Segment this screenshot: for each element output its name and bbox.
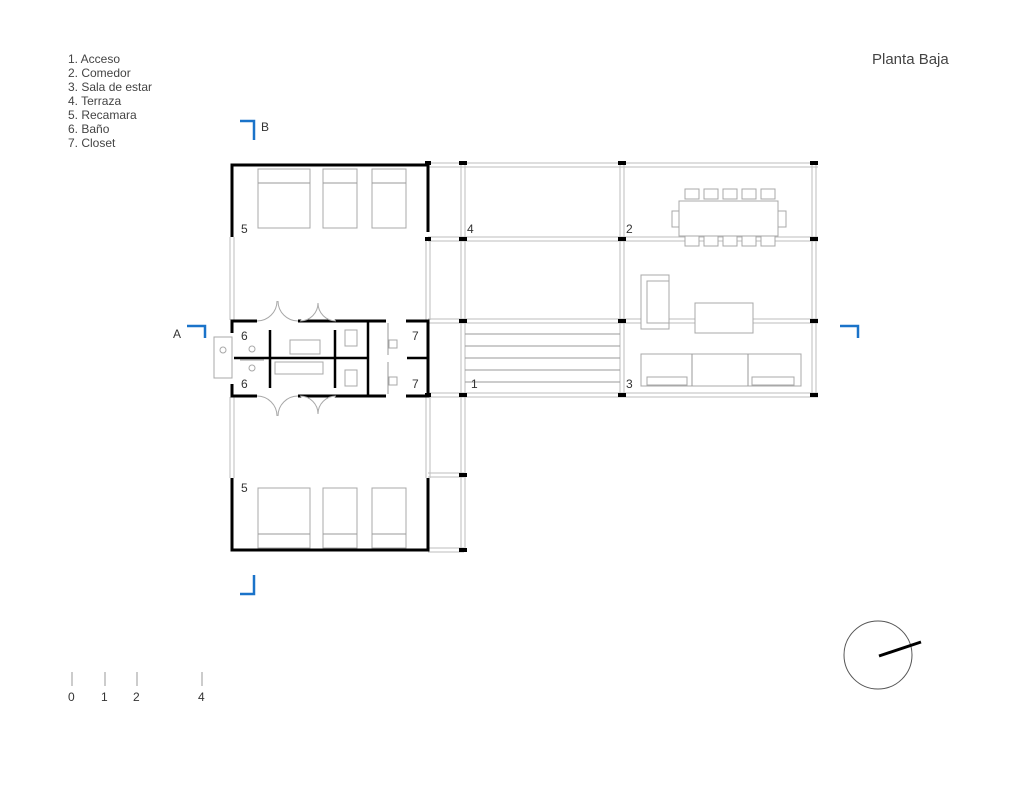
section-marker-b: B <box>240 119 269 596</box>
legend: 1. Acceso 2. Comedor 3. Sala de estar 4.… <box>68 52 152 150</box>
north-arrow-icon <box>843 620 922 690</box>
room-label-terraza: 4 <box>467 222 474 236</box>
bath-closet-core <box>213 300 430 417</box>
living-furniture <box>640 274 802 387</box>
scale-bar: 0 1 2 4 <box>68 672 205 704</box>
beds-bottom <box>257 487 407 549</box>
section-label-a: A <box>173 327 181 341</box>
room-label-sala: 3 <box>626 377 633 391</box>
legend-item-comedor: 2. Comedor <box>68 66 131 80</box>
legend-item-bano: 6. Baño <box>68 122 110 136</box>
legend-item-acceso: 1. Acceso <box>68 52 121 66</box>
column-posts <box>425 161 818 552</box>
scale-label-0: 0 <box>68 690 75 704</box>
legend-item-sala: 3. Sala de estar <box>68 80 153 94</box>
legend-item-terraza: 4. Terraza <box>68 94 122 108</box>
room-label-bano-top: 6 <box>241 329 248 343</box>
section-label-b: B <box>261 120 269 134</box>
room-label-comedor: 2 <box>626 222 633 236</box>
section-marker-a: A <box>173 324 860 341</box>
legend-item-closet: 7. Closet <box>68 136 116 150</box>
room-label-recamara-top: 5 <box>241 222 248 236</box>
plan-title: Planta Baja <box>872 51 949 68</box>
room-label-acceso: 1 <box>471 377 478 391</box>
room-label-closet-bottom: 7 <box>412 377 419 391</box>
room-labels: 5 5 6 6 7 7 1 2 3 4 <box>241 222 633 495</box>
bedroom-bottom-walls <box>230 478 430 552</box>
beds-top <box>257 168 407 229</box>
scale-label-2: 2 <box>133 690 140 704</box>
room-label-closet-top: 7 <box>412 329 419 343</box>
scale-label-4: 4 <box>198 690 205 704</box>
room-label-recamara-bottom: 5 <box>241 481 248 495</box>
bedroom-top-walls <box>230 163 430 237</box>
dining-table <box>671 188 787 247</box>
room-label-bano-bottom: 6 <box>241 377 248 391</box>
access-steps <box>465 333 620 383</box>
legend-item-recamara: 5. Recamara <box>68 108 137 122</box>
scale-label-1: 1 <box>101 690 108 704</box>
